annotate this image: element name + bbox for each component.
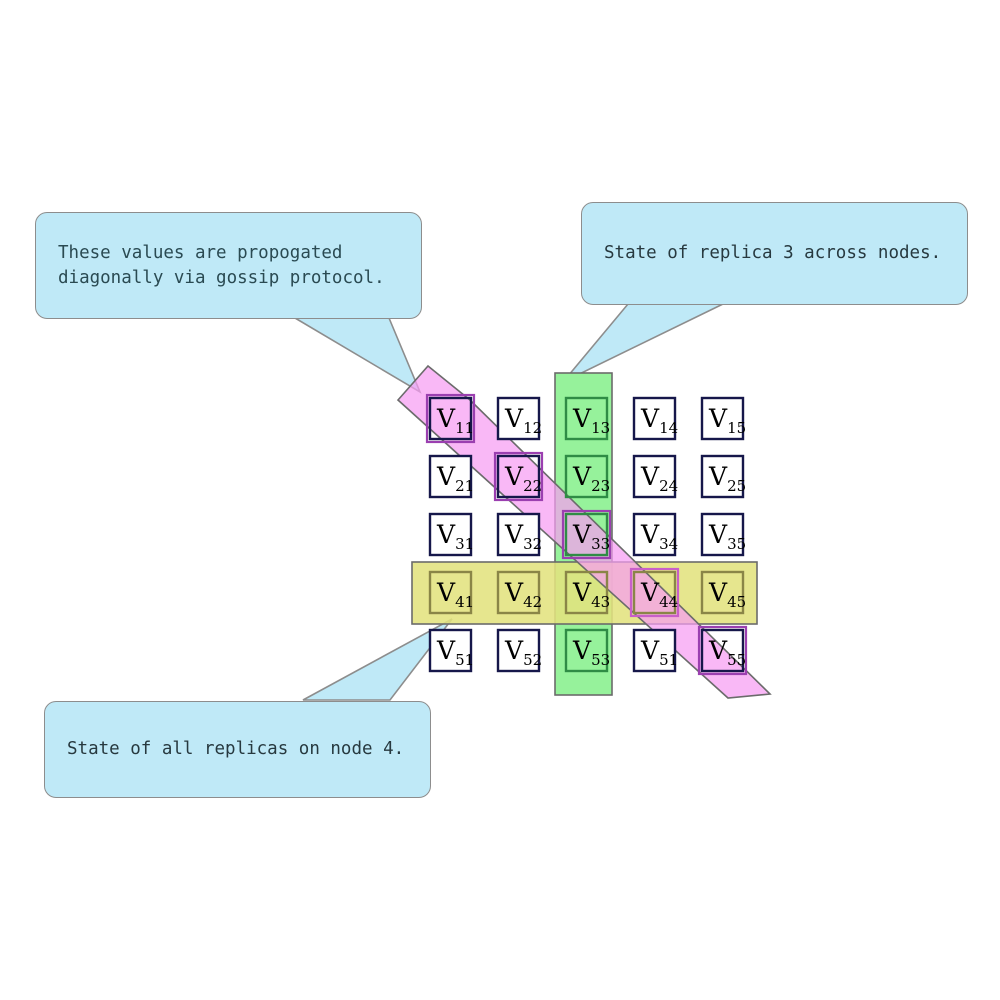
node4-callout[interactable]: State of all replicas on node 4. <box>44 701 431 798</box>
grid-cell-14[interactable]: V14 <box>632 396 678 441</box>
grid-cell-35[interactable]: V35 <box>700 512 746 557</box>
grid-cell-51[interactable]: V51 <box>428 628 474 673</box>
grid-cell-12[interactable]: V12 <box>496 396 542 441</box>
grid-cell-15[interactable]: V15 <box>700 396 746 441</box>
gossip-callout-tail <box>292 317 422 394</box>
grid-cell-24[interactable]: V24 <box>632 454 678 499</box>
node4-callout-text: State of all replicas on node 4. <box>67 739 405 759</box>
replica3-callout[interactable]: State of replica 3 across nodes. <box>581 202 968 305</box>
gossip-callout[interactable]: These values are propogated diagonally v… <box>35 212 422 319</box>
replica3-callout-tail <box>562 303 724 383</box>
cell-label-55: V55 <box>708 636 746 669</box>
grid-cell-25[interactable]: V25 <box>700 454 746 499</box>
grid-cell-34[interactable]: V34 <box>632 512 678 557</box>
grid-cell-54[interactable]: V51 <box>632 628 678 673</box>
grid-cell-52[interactable]: V52 <box>496 628 542 673</box>
grid-cell-21[interactable]: V21 <box>428 454 474 499</box>
grid-cell-31[interactable]: V31 <box>428 512 474 557</box>
gossip-callout-text: These values are propogated diagonally v… <box>58 242 385 288</box>
grid-cell-32[interactable]: V32 <box>496 512 542 557</box>
replica3-callout-text: State of replica 3 across nodes. <box>604 243 942 263</box>
node4-callout-tail <box>302 618 453 701</box>
cell-label-14: V14 <box>640 404 678 437</box>
